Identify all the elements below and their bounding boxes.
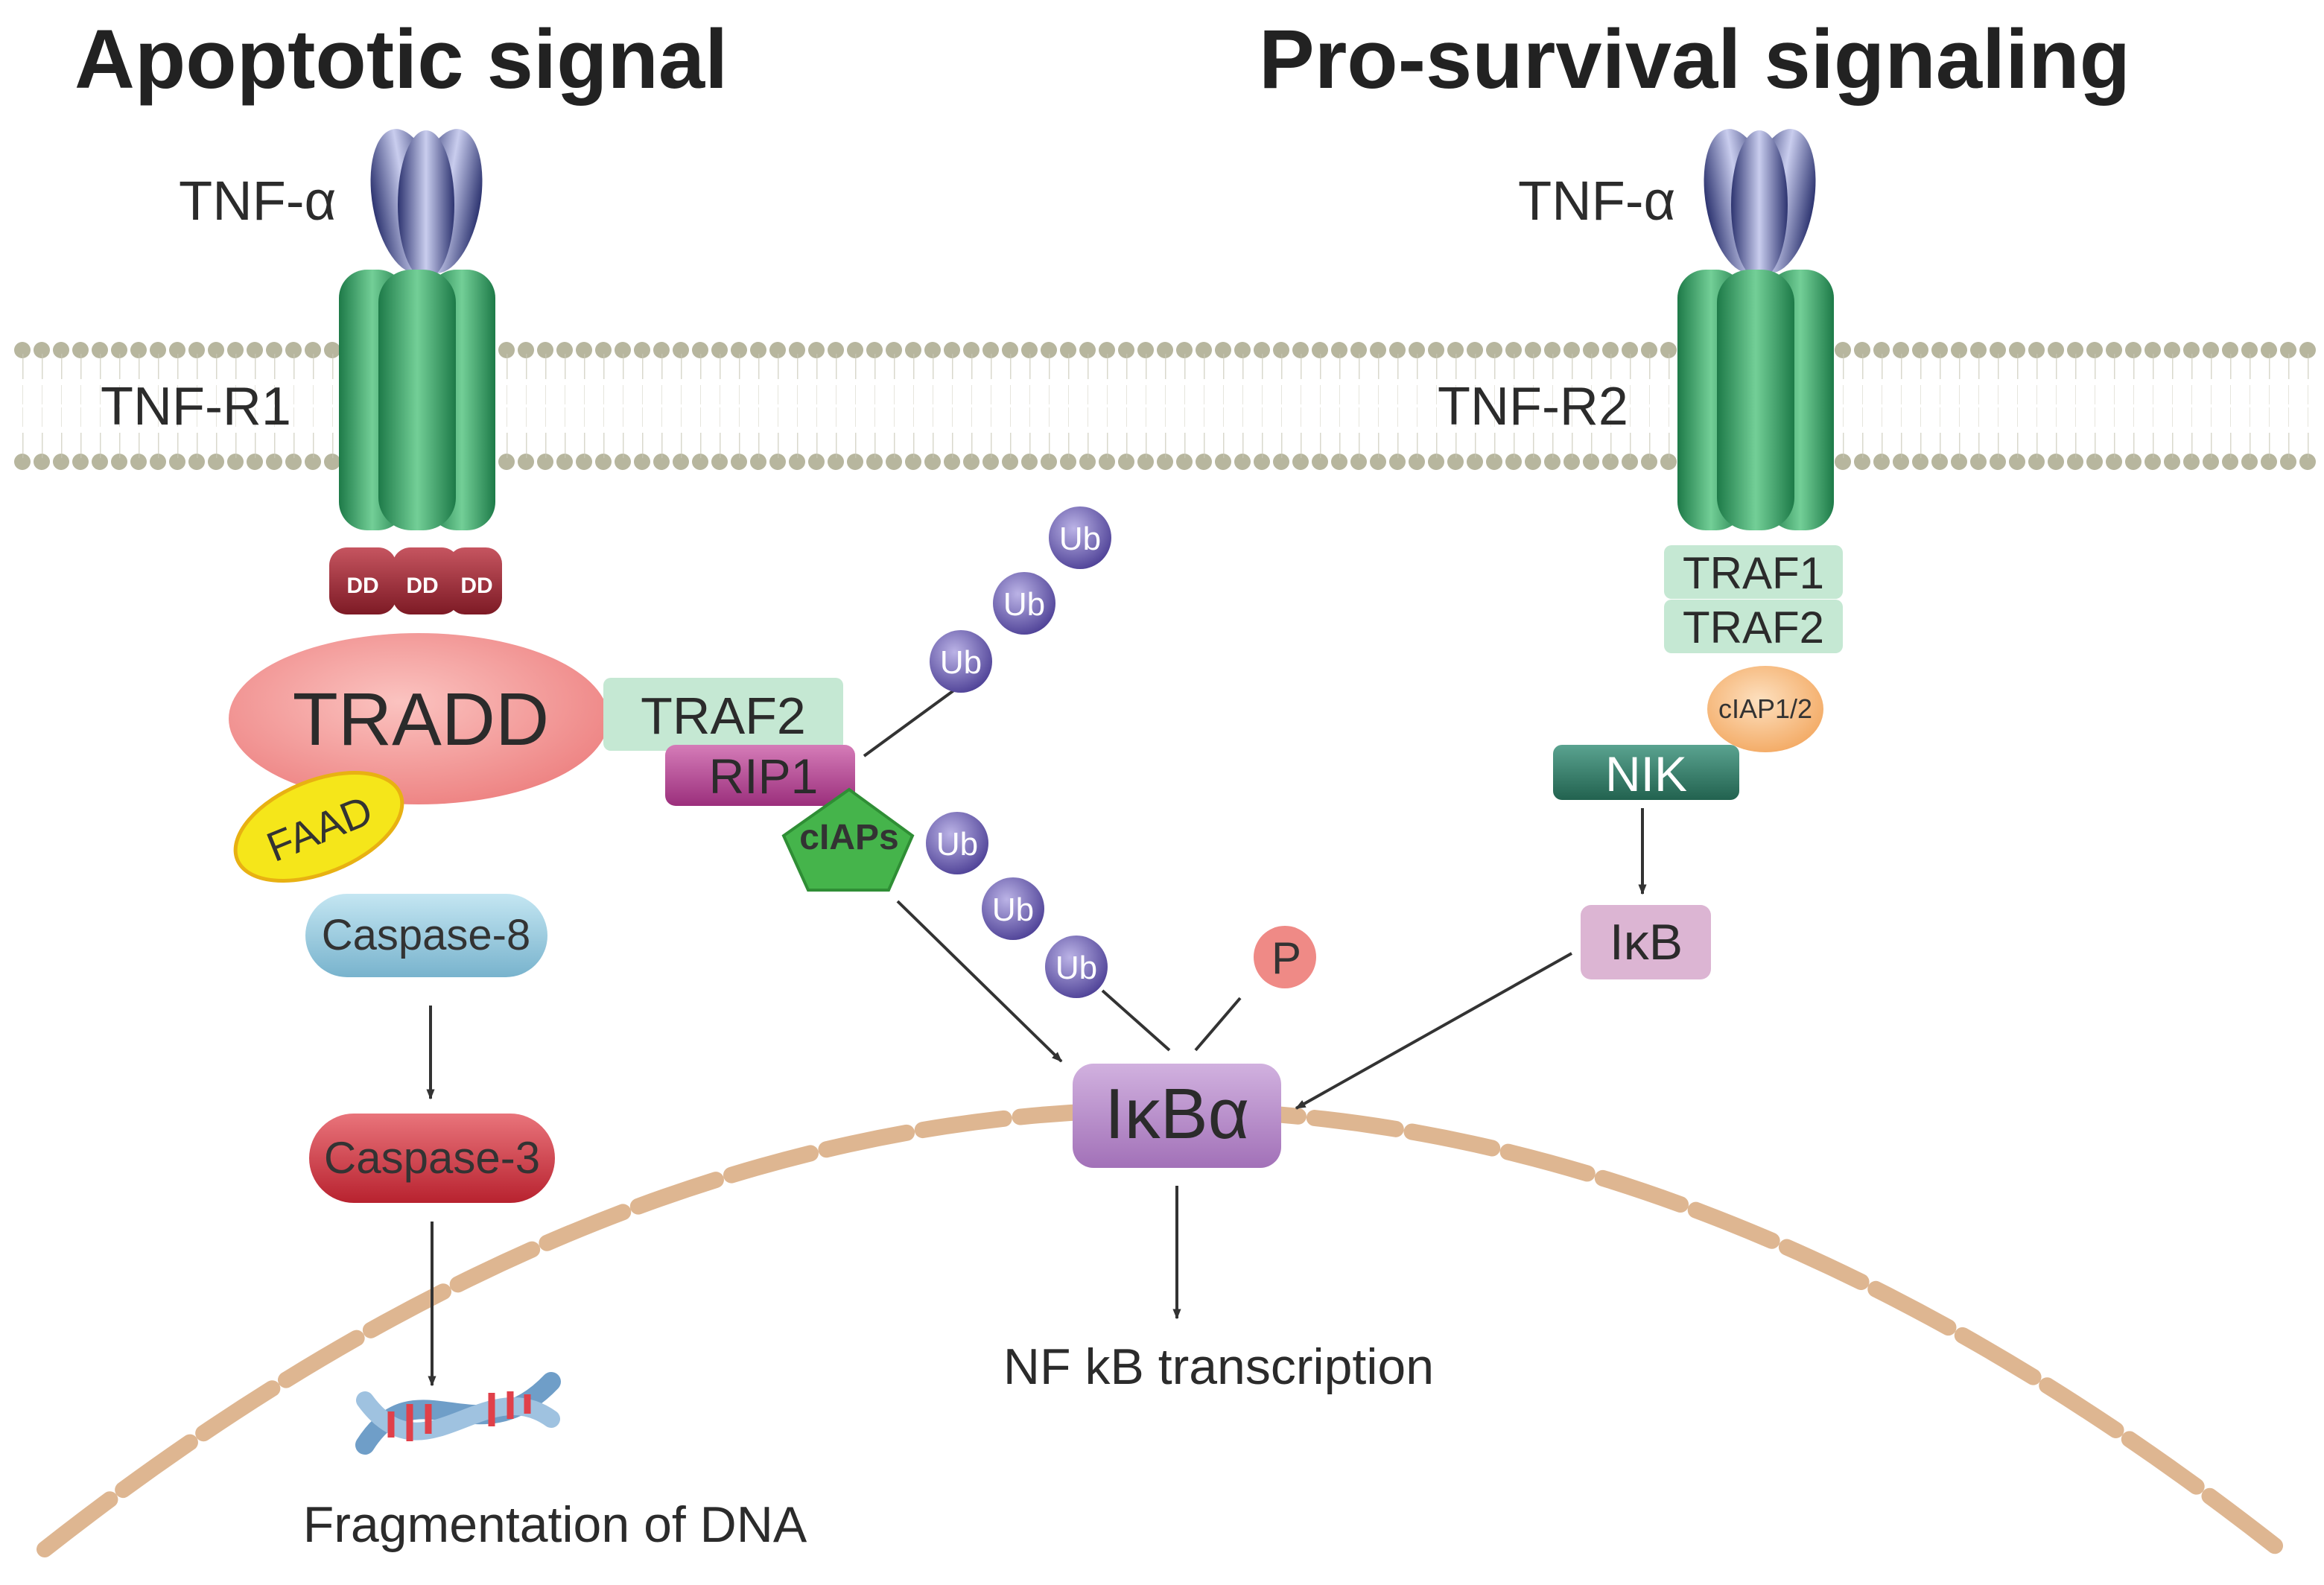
traf2-middle: TRAF2: [603, 678, 843, 751]
ikba: IκBα: [1073, 1064, 1281, 1168]
link-p-to-ikba: [1194, 997, 1242, 1052]
label-tnf-alpha-right: TNF-α: [1518, 170, 1675, 232]
tradd: TRADD: [229, 633, 609, 804]
phosphate: P: [1254, 926, 1316, 988]
label-caspase-3: Caspase-3: [324, 1133, 540, 1183]
label-ciaps: cIAPs: [799, 818, 898, 857]
caspase-8: Caspase-8: [305, 894, 547, 977]
label-tnf-alpha-left: TNF-α: [179, 170, 336, 232]
label-ub-3: Ub: [940, 644, 982, 681]
label-ub-5: Ub: [992, 892, 1034, 928]
label-ciap1-2: cIAP1/2: [1718, 693, 1812, 724]
label-traf2-middle: TRAF2: [641, 687, 806, 745]
label-ikb: IκB: [1610, 914, 1683, 971]
ciaps: cIAPs: [781, 787, 915, 892]
label-tnf-r2: TNF-R2: [1438, 377, 1628, 436]
label-dd-1: DD: [346, 574, 378, 598]
ciap1-2: cIAP1/2: [1707, 666, 1823, 752]
link-rip1-to-ub: [863, 684, 962, 757]
label-ub-1: Ub: [1059, 521, 1101, 557]
label-tradd: TRADD: [293, 678, 549, 761]
faad: FAAD: [233, 770, 404, 883]
label-traf2-right: TRAF2: [1683, 603, 1824, 652]
death-domains: DD DD DD: [329, 547, 502, 614]
rip1: RIP1: [665, 745, 855, 806]
label-rip1: RIP1: [709, 749, 819, 804]
traf1: TRAF1: [1664, 545, 1843, 599]
ligand-tnf-alpha-left: [370, 129, 483, 279]
label-dd-3: DD: [460, 574, 492, 598]
dna-icon: [355, 1372, 561, 1455]
heading-pro-survival: Pro-survival signaling: [1259, 13, 2130, 106]
nik: NIK: [1553, 745, 1739, 801]
label-tnf-r1: TNF-R1: [101, 377, 291, 436]
label-ikba: IκBα: [1105, 1074, 1249, 1154]
receptor-tnf-r1: [339, 270, 495, 530]
caspase-3: Caspase-3: [309, 1114, 555, 1203]
arrow-ikb-to-ikba: [1295, 952, 1572, 1110]
label-p: P: [1271, 933, 1301, 983]
ligand-tnf-alpha-right: [1704, 129, 1816, 279]
label-caspase-8: Caspase-8: [322, 911, 530, 959]
ub-chain-upper: Ub Ub Ub: [930, 506, 1111, 693]
receptor-tnf-r2: [1677, 270, 1834, 530]
label-traf1: TRAF1: [1683, 548, 1824, 598]
label-ub-2: Ub: [1003, 586, 1045, 623]
link-ub-to-ikba: [1101, 989, 1171, 1052]
traf2-right: TRAF2: [1664, 600, 1843, 653]
label-dd-2: DD: [406, 574, 438, 598]
label-ub-4: Ub: [936, 826, 978, 863]
ikb: IκB: [1581, 905, 1711, 979]
label-dna-fragmentation: Fragmentation of DNA: [303, 1496, 807, 1553]
heading-apoptotic: Apoptotic signal: [74, 13, 728, 106]
label-ub-6: Ub: [1055, 950, 1097, 986]
label-nik: NIK: [1605, 746, 1687, 801]
arrow-ciaps-to-ikba: [896, 900, 1063, 1063]
label-nfkb-transcription: NF kB transcription: [1003, 1338, 1434, 1395]
ub-chain-lower: Ub Ub Ub: [926, 812, 1108, 998]
